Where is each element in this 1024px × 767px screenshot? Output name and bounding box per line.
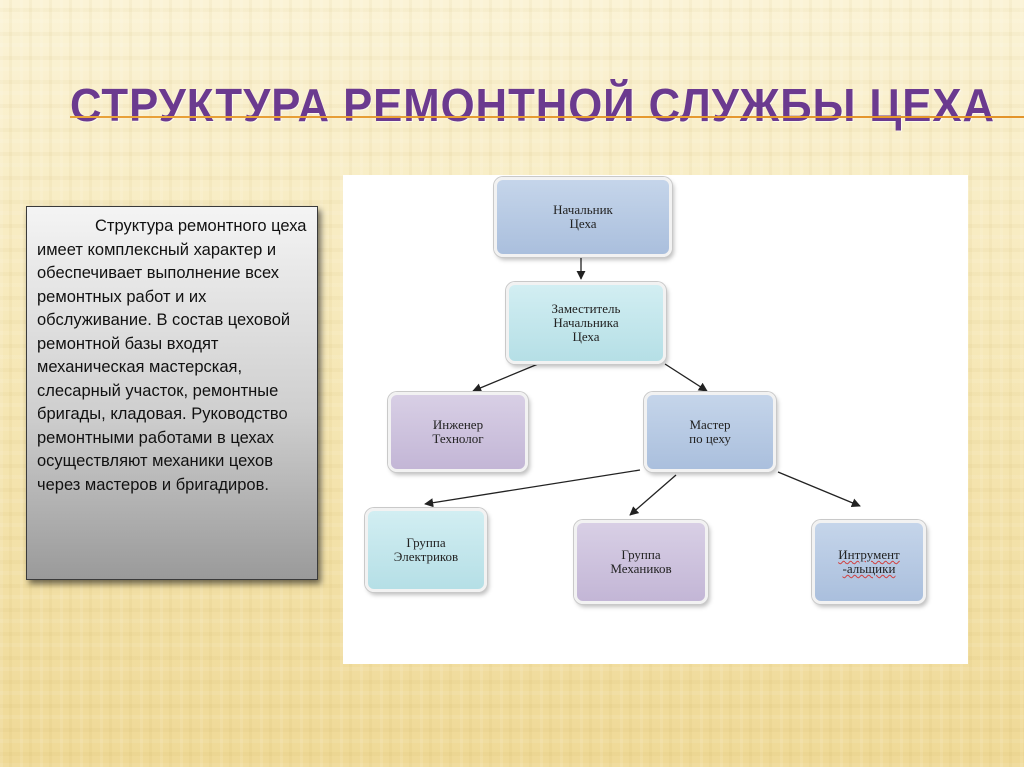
title-underline [70,116,1024,118]
node-instrument: Интрумент -альщики [812,520,926,604]
node-master: Мастер по цеху [644,392,776,472]
node-master-label: Мастер по цеху [689,417,731,446]
org-chart-connectors [424,257,861,516]
node-deputy: Заместитель Начальника Цеха [506,282,666,364]
node-mechanics: Группа Механиков [574,520,708,604]
node-engineer-label: Инженер Технолог [432,417,484,446]
node-electricians: Группа Электриков [365,508,487,592]
node-head: Начальник Цеха [494,177,672,257]
edge-deputy-engineer [472,363,539,393]
org-chart-panel: Начальник Цеха Заместитель Начальника Це… [343,175,968,664]
slide-title-area: СТРУКТУРА РЕМОНТНОЙ СЛУЖБЫ ЦЕХА [0,78,1024,138]
node-electricians-label: Группа Электриков [393,535,459,564]
edge-deputy-master [664,363,708,392]
node-mechanics-label: Группа Механиков [610,547,672,576]
description-text: Структура ремонтного цеха имеет комплекс… [37,217,307,494]
node-head-label: Начальник Цеха [553,202,613,231]
description-box: Структура ремонтного цеха имеет комплекс… [26,206,318,580]
slide-title: СТРУКТУРА РЕМОНТНОЙ СЛУЖБЫ ЦЕХА [70,79,995,131]
edge-master-mechanics [629,474,677,516]
node-instrument-label: Интрумент -альщики [838,547,900,576]
edge-master-instrument [777,471,861,508]
node-deputy-label: Заместитель Начальника Цеха [551,301,621,344]
node-engineer: Инженер Технолог [388,392,528,472]
edge-master-electricians [424,469,641,508]
